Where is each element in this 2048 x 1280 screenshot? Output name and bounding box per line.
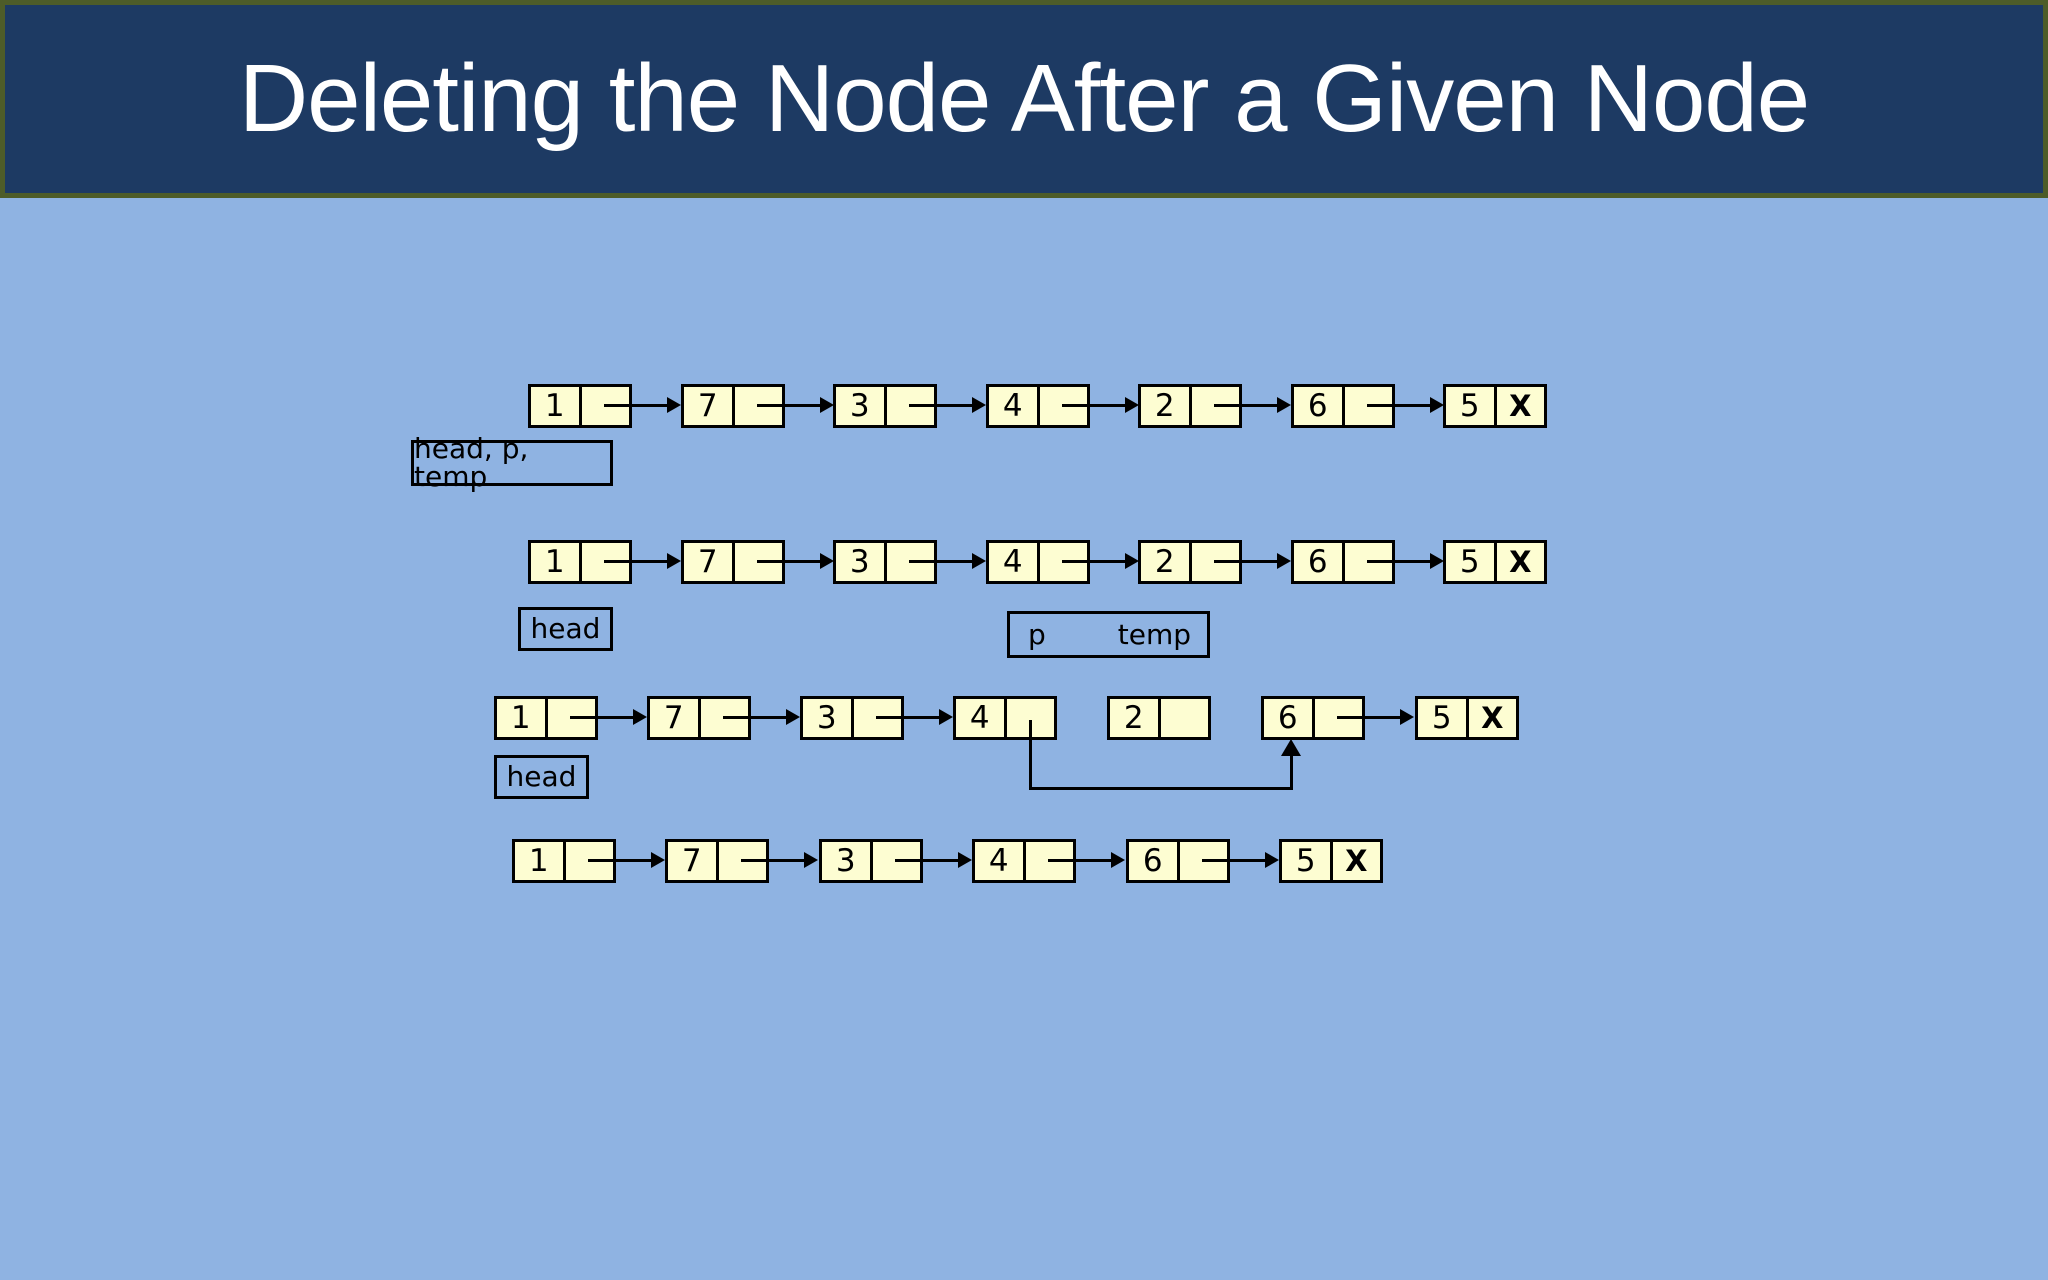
null-terminator: X: [1509, 388, 1532, 423]
list-node: 1: [528, 540, 632, 584]
null-terminator: X: [1509, 544, 1532, 579]
node-data-cell: 4: [989, 543, 1040, 581]
next-pointer-arrow: [909, 397, 986, 413]
node-data-cell: 4: [975, 842, 1026, 880]
next-pointer-arrow: [895, 852, 972, 868]
temp-label: temp: [1117, 617, 1191, 651]
node-data-cell: 7: [684, 387, 735, 425]
node-data-cell: 5: [1446, 543, 1497, 581]
node-data-cell: 5: [1282, 842, 1333, 880]
list-node: 5 X: [1279, 839, 1383, 883]
node-data-cell: 7: [668, 842, 719, 880]
bypass-arrow-horizontal-segment: [1029, 787, 1293, 790]
next-pointer-arrow: [1214, 553, 1291, 569]
list-node: 6: [1291, 384, 1395, 428]
node-data-cell: 6: [1129, 842, 1180, 880]
next-pointer-arrow: [1367, 397, 1444, 413]
node-data-cell: 6: [1294, 387, 1345, 425]
node-data-cell: 2: [1141, 543, 1192, 581]
next-pointer-arrow: [604, 397, 681, 413]
node-data-cell: 3: [836, 543, 887, 581]
node-data-cell: 1: [497, 699, 548, 737]
node-data-cell: 2: [1141, 387, 1192, 425]
next-pointer-arrow: [1214, 397, 1291, 413]
next-pointer-arrow: [757, 397, 834, 413]
p-temp-label: p temp: [1007, 611, 1210, 658]
list-node: 7: [647, 696, 751, 740]
next-pointer-arrow: [588, 852, 665, 868]
node-data-cell: 6: [1294, 543, 1345, 581]
list-node: 7: [681, 384, 785, 428]
head-label: head: [518, 607, 613, 651]
list-node-deleted: 2: [1107, 696, 1211, 740]
node-data-cell: 3: [803, 699, 854, 737]
list-node: 4: [953, 696, 1057, 740]
node-data-cell: 3: [822, 842, 873, 880]
head-label: head: [494, 755, 589, 799]
node-data-cell: 5: [1446, 387, 1497, 425]
bypass-arrowhead-icon: [1281, 739, 1301, 756]
node-data-cell: 5: [1418, 699, 1469, 737]
title-bar: Deleting the Node After a Given Node: [0, 0, 2048, 198]
list-node: 1: [494, 696, 598, 740]
node-data-cell: 7: [684, 543, 735, 581]
node-data-cell: 4: [989, 387, 1040, 425]
node-data-cell: 1: [531, 543, 582, 581]
list-node: 2: [1138, 384, 1242, 428]
next-pointer-arrow: [723, 709, 800, 725]
node-data-cell: 1: [531, 387, 582, 425]
next-pointer-arrow: [757, 553, 834, 569]
next-pointer-arrow: [909, 553, 986, 569]
node-data-cell: 2: [1110, 699, 1161, 737]
next-pointer-arrow: [570, 709, 647, 725]
head-p-temp-label: head, p, temp: [411, 435, 613, 491]
null-terminator: X: [1345, 843, 1368, 878]
next-pointer-arrow: [604, 553, 681, 569]
slide-title: Deleting the Node After a Given Node: [238, 45, 1810, 152]
next-pointer-arrow: [741, 852, 818, 868]
node-data-cell: 3: [836, 387, 887, 425]
null-terminator: X: [1481, 700, 1504, 735]
node-pointer-cell: [1161, 699, 1209, 737]
next-pointer-arrow: [1048, 852, 1125, 868]
list-node: 5 X: [1443, 384, 1547, 428]
next-pointer-arrow: [876, 709, 953, 725]
p-label: p: [1028, 617, 1046, 651]
list-node: 5 X: [1415, 696, 1519, 740]
node-data-cell: 6: [1264, 699, 1315, 737]
list-node: 5 X: [1443, 540, 1547, 584]
bypass-arrow-up-segment: [1290, 754, 1293, 790]
next-pointer-arrow: [1202, 852, 1279, 868]
node-data-cell: 7: [650, 699, 701, 737]
bypass-arrow-down-segment: [1029, 720, 1032, 790]
list-node: 3: [833, 540, 937, 584]
next-pointer-arrow: [1337, 709, 1414, 725]
next-pointer-arrow: [1062, 397, 1139, 413]
next-pointer-arrow: [1062, 553, 1139, 569]
next-pointer-arrow: [1367, 553, 1444, 569]
node-data-cell: 4: [956, 699, 1007, 737]
node-data-cell: 1: [515, 842, 566, 880]
